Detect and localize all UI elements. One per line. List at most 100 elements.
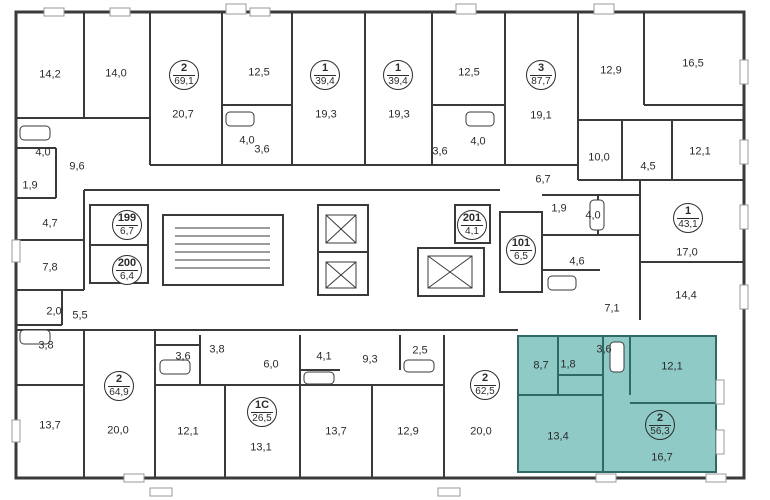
room-area-label: 2,5 bbox=[412, 344, 428, 357]
service-room-badge: 101 6,5 bbox=[506, 235, 536, 265]
apartment-area: 87,7 bbox=[531, 76, 551, 87]
service-room-number: 201 bbox=[462, 212, 482, 224]
service-room-area: 4,1 bbox=[465, 226, 479, 237]
service-room-badge: 199 6,7 bbox=[112, 210, 142, 240]
badge-divider bbox=[530, 75, 552, 76]
room-area-label: 3,6 bbox=[254, 143, 270, 156]
room-area-label: 3,6 bbox=[175, 350, 191, 363]
service-room-number: 101 bbox=[511, 237, 531, 249]
service-room-number: 200 bbox=[117, 257, 137, 269]
apartment-area: 56,3 bbox=[650, 426, 670, 437]
service-room-area: 6,7 bbox=[120, 226, 134, 237]
room-area-label: 1,9 bbox=[22, 179, 38, 192]
room-area-label: 3,8 bbox=[38, 339, 54, 352]
room-area-label: 4,0 bbox=[585, 209, 601, 222]
apartment-area: 39,4 bbox=[388, 76, 408, 87]
apartment-rooms: 1C bbox=[254, 399, 270, 411]
badge-divider bbox=[251, 412, 273, 413]
service-room-badge: 200 6,4 bbox=[112, 255, 142, 285]
stair-treads bbox=[175, 227, 270, 269]
apartment-badge[interactable]: 1C 26,5 bbox=[247, 397, 277, 427]
room-area-label: 9,3 bbox=[362, 353, 378, 366]
apartment-badge[interactable]: 1 39,4 bbox=[383, 60, 413, 90]
room-area-label: 3,6 bbox=[432, 145, 448, 158]
bathtubs bbox=[19, 111, 625, 385]
apartment-badge-selected[interactable]: 2 56,3 bbox=[645, 410, 675, 440]
room-area-label: 13,7 bbox=[325, 425, 347, 438]
room-area-label: 9,6 bbox=[69, 160, 85, 173]
room-area-label: 19,3 bbox=[388, 108, 410, 121]
room-area-label: 7,8 bbox=[42, 261, 58, 274]
service-room-area: 6,5 bbox=[514, 251, 528, 262]
service-room-area: 6,4 bbox=[120, 271, 134, 282]
apartment-rooms: 1 bbox=[394, 62, 402, 74]
apartment-badge[interactable]: 3 87,7 bbox=[526, 60, 556, 90]
room-area-label: 12,5 bbox=[248, 66, 270, 79]
apartment-area: 26,5 bbox=[252, 413, 272, 424]
apartment-area: 69,1 bbox=[174, 76, 194, 87]
room-area-label: 2,0 bbox=[46, 305, 62, 318]
room-area-label: 20,0 bbox=[470, 425, 492, 438]
apartment-rooms: 2 bbox=[115, 373, 123, 385]
apartment-badge[interactable]: 2 69,1 bbox=[169, 60, 199, 90]
room-area-label: 16,7 bbox=[651, 451, 673, 464]
room-area-label: 8,7 bbox=[533, 359, 549, 372]
room-area-label: 12,9 bbox=[397, 425, 419, 438]
badge-divider bbox=[510, 250, 532, 251]
apartment-badge[interactable]: 2 64,9 bbox=[104, 371, 134, 401]
badge-divider bbox=[314, 75, 336, 76]
room-area-label: 4,7 bbox=[42, 217, 58, 230]
room-area-label: 6,7 bbox=[535, 173, 551, 186]
room-area-label: 1,8 bbox=[560, 358, 576, 371]
room-area-label: 12,1 bbox=[177, 425, 199, 438]
apartment-rooms: 2 bbox=[180, 62, 188, 74]
interior-walls bbox=[16, 12, 744, 478]
apartment-rooms: 1 bbox=[321, 62, 329, 74]
room-area-label: 4,6 bbox=[569, 255, 585, 268]
badge-divider bbox=[116, 225, 138, 226]
room-area-label: 13,4 bbox=[547, 430, 569, 443]
room-area-label: 14,0 bbox=[105, 67, 127, 80]
apartment-badge[interactable]: 1 43,1 bbox=[673, 203, 703, 233]
service-room-number: 199 bbox=[117, 212, 137, 224]
room-area-label: 20,0 bbox=[107, 424, 129, 437]
room-area-label: 20,7 bbox=[172, 108, 194, 121]
room-area-label: 6,0 bbox=[263, 358, 279, 371]
windows bbox=[11, 3, 749, 497]
room-area-label: 1,9 bbox=[551, 202, 567, 215]
badge-divider bbox=[677, 218, 699, 219]
apartment-area: 62,5 bbox=[475, 386, 495, 397]
room-area-label: 12,5 bbox=[458, 66, 480, 79]
room-area-label: 4,0 bbox=[470, 135, 486, 148]
badge-divider bbox=[116, 270, 138, 271]
badge-divider bbox=[108, 386, 130, 387]
apartment-badge[interactable]: 2 62,5 bbox=[470, 370, 500, 400]
room-area-label: 7,1 bbox=[604, 302, 620, 315]
room-area-label: 16,5 bbox=[682, 57, 704, 70]
room-area-label: 19,1 bbox=[530, 109, 552, 122]
badge-divider bbox=[461, 225, 483, 226]
apartment-badge[interactable]: 1 39,4 bbox=[310, 60, 340, 90]
badge-divider bbox=[173, 75, 195, 76]
room-area-label: 12,9 bbox=[600, 64, 622, 77]
room-area-label: 4,0 bbox=[35, 146, 51, 159]
room-area-label: 5,5 bbox=[72, 309, 88, 322]
apartment-rooms: 1 bbox=[684, 205, 692, 217]
badge-divider bbox=[387, 75, 409, 76]
apartment-rooms: 2 bbox=[481, 372, 489, 384]
room-area-label: 12,1 bbox=[661, 360, 683, 373]
elevator-shafts bbox=[325, 214, 473, 289]
apartment-area: 64,9 bbox=[109, 387, 129, 398]
room-area-label: 14,2 bbox=[39, 68, 61, 81]
room-area-label: 12,1 bbox=[689, 145, 711, 158]
room-area-label: 13,7 bbox=[39, 419, 61, 432]
room-area-label: 3,6 bbox=[596, 343, 612, 356]
room-area-label: 4,1 bbox=[316, 350, 332, 363]
apartment-rooms: 3 bbox=[537, 62, 545, 74]
room-area-label: 4,5 bbox=[640, 160, 656, 173]
apartment-area: 43,1 bbox=[678, 219, 698, 230]
room-area-label: 4,0 bbox=[239, 134, 255, 147]
room-area-label: 10,0 bbox=[588, 151, 610, 164]
